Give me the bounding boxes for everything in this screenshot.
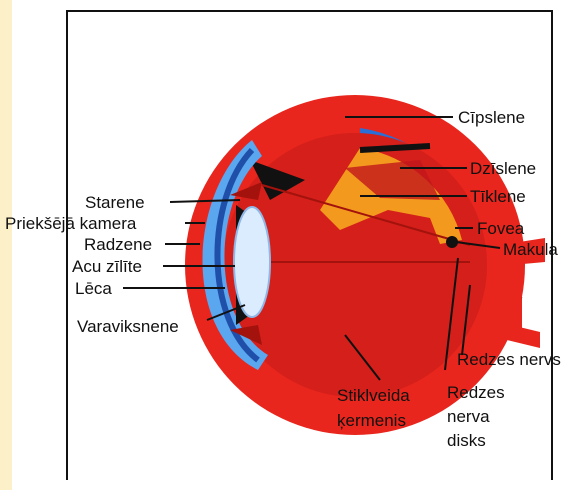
label-prieksejakamera: Priekšējā kamera: [5, 214, 137, 233]
label-stiklveida-1: Stiklveida: [337, 386, 410, 405]
label-fovea: Fovea: [477, 219, 525, 238]
label-nervadisks-1: Redzes: [447, 383, 505, 402]
label-stiklveida-2: ķermenis: [337, 411, 406, 430]
lens: [234, 207, 270, 317]
label-nervadisks-3: disks: [447, 431, 486, 450]
label-redzesnervs: Redzes nervs: [457, 350, 561, 369]
label-dzislene: Dzīslene: [470, 159, 536, 178]
label-varaviksnene: Varaviksnene: [77, 317, 179, 336]
label-radzene: Radzene: [84, 235, 152, 254]
label-leca: Lēca: [75, 279, 112, 298]
label-cipslene: Cīpslene: [458, 108, 525, 127]
label-nervadisks-2: nerva: [447, 407, 490, 426]
label-makula: Makula: [503, 240, 558, 259]
label-acuzilite: Acu zīlīte: [72, 257, 142, 276]
label-tiklene: Tīklene: [470, 187, 526, 206]
label-starene: Starene: [85, 193, 145, 212]
